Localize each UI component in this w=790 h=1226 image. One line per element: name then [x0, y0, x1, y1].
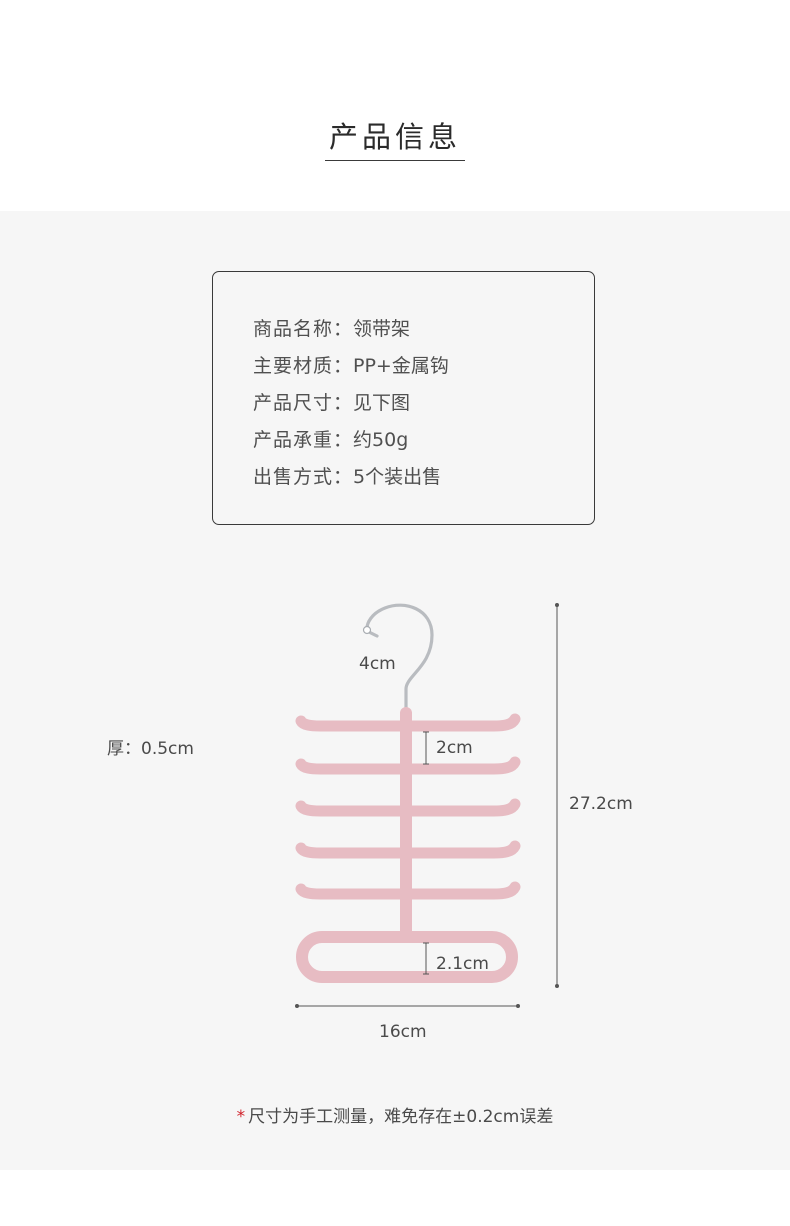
measurement-note: *尺寸为手工测量，难免存在±0.2cm误差 — [0, 1102, 790, 1127]
info-row-material: 主要材质：PP+金属钩 — [253, 348, 449, 385]
info-value: 领带架 — [353, 318, 411, 340]
info-value: 见下图 — [353, 392, 411, 414]
info-value: 5个装出售 — [353, 466, 442, 488]
info-row-name: 商品名称：领带架 — [253, 311, 449, 348]
thickness-label: 厚：0.5cm — [107, 739, 194, 759]
dimension-lines — [295, 603, 559, 1008]
loop-gap-label: 2.1cm — [436, 954, 489, 974]
hanger-body — [295, 707, 521, 983]
content-panel: 商品名称：领带架 主要材质：PP+金属钩 产品尺寸：见下图 产品承重：约50g … — [0, 211, 790, 1170]
info-row-size: 产品尺寸：见下图 — [253, 385, 449, 422]
asterisk-icon: * — [236, 1107, 246, 1127]
info-key: 商品名称： — [253, 318, 354, 340]
product-info-box: 商品名称：领带架 主要材质：PP+金属钩 产品尺寸：见下图 产品承重：约50g … — [212, 271, 595, 525]
info-key: 出售方式： — [253, 466, 354, 488]
note-text: 尺寸为手工测量，难免存在±0.2cm误差 — [248, 1107, 554, 1127]
info-value: 约50g — [353, 429, 409, 451]
product-info-list: 商品名称：领带架 主要材质：PP+金属钩 产品尺寸：见下图 产品承重：约50g … — [253, 311, 449, 496]
info-row-sale: 出售方式：5个装出售 — [253, 459, 449, 496]
hook-icon — [362, 603, 434, 713]
tie-rack-illustration — [295, 603, 559, 1008]
info-value: PP+金属钩 — [353, 355, 449, 377]
height-label: 27.2cm — [569, 794, 633, 814]
bar-gap-label: 2cm — [436, 738, 473, 758]
info-key: 主要材质： — [253, 355, 354, 377]
info-key: 产品承重： — [253, 429, 354, 451]
info-key: 产品尺寸： — [253, 392, 354, 414]
hook-size-label: 4cm — [359, 654, 396, 674]
title-wrap: 产品信息 — [0, 118, 790, 161]
width-label: 16cm — [379, 1022, 427, 1042]
page-title: 产品信息 — [324, 118, 465, 161]
info-row-load: 产品承重：约50g — [253, 422, 449, 459]
